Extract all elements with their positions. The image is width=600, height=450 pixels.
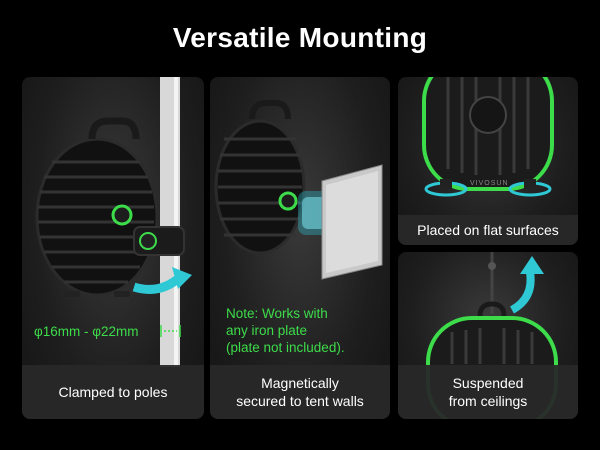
iron-plate-note: Note: Works with any iron plate (plate n… xyxy=(226,305,345,356)
diameter-bracket-icon xyxy=(160,325,181,337)
caption-flat-surfaces: Placed on flat surfaces xyxy=(398,215,578,245)
panel-flat-surfaces: VIVOSUN Placed on flat surfaces xyxy=(398,77,578,245)
panel-clamped-to-poles: φ16mm - φ22mm Clamped to poles xyxy=(22,77,204,419)
caption-text: Placed on flat surfaces xyxy=(417,222,559,238)
panel-magnetic: Note: Works with any iron plate (plate n… xyxy=(210,77,390,419)
pole-diameter-label: φ16mm - φ22mm xyxy=(34,324,139,339)
panel-suspended: Suspended from ceilings xyxy=(398,252,578,419)
page-title: Versatile Mounting xyxy=(172,22,428,53)
rotate-arrow-icon xyxy=(132,273,184,294)
fan-standing-illustration xyxy=(422,77,554,197)
note-line-1: Note: Works with xyxy=(226,306,328,321)
note-line-2: any iron plate xyxy=(226,323,308,338)
caption-magnetic: Magnetically secured to tent walls xyxy=(210,365,390,419)
caption-line-1: Magnetically xyxy=(261,375,339,391)
fan-handle xyxy=(249,100,291,120)
green-knob xyxy=(278,191,298,211)
caption-line-2: from ceilings xyxy=(448,393,528,409)
green-knob xyxy=(111,204,133,226)
caption-text: Clamped to poles xyxy=(58,384,168,400)
fan-on-pole-illustration xyxy=(35,77,192,367)
fan-handle xyxy=(88,117,140,140)
caption-line-2: secured to tent walls xyxy=(236,393,364,409)
fan-magnet-illustration xyxy=(214,100,383,280)
caption-clamped-to-poles: Clamped to poles xyxy=(22,365,204,419)
fan-handle xyxy=(477,301,507,317)
note-line-3: (plate not included). xyxy=(226,340,345,355)
caption-suspended: Suspended from ceilings xyxy=(398,365,578,419)
caption-line-1: Suspended xyxy=(452,375,524,391)
fan-hub xyxy=(469,96,507,134)
brand-logo: VIVOSUN xyxy=(470,180,509,187)
rotate-arrow-icon xyxy=(509,271,535,314)
